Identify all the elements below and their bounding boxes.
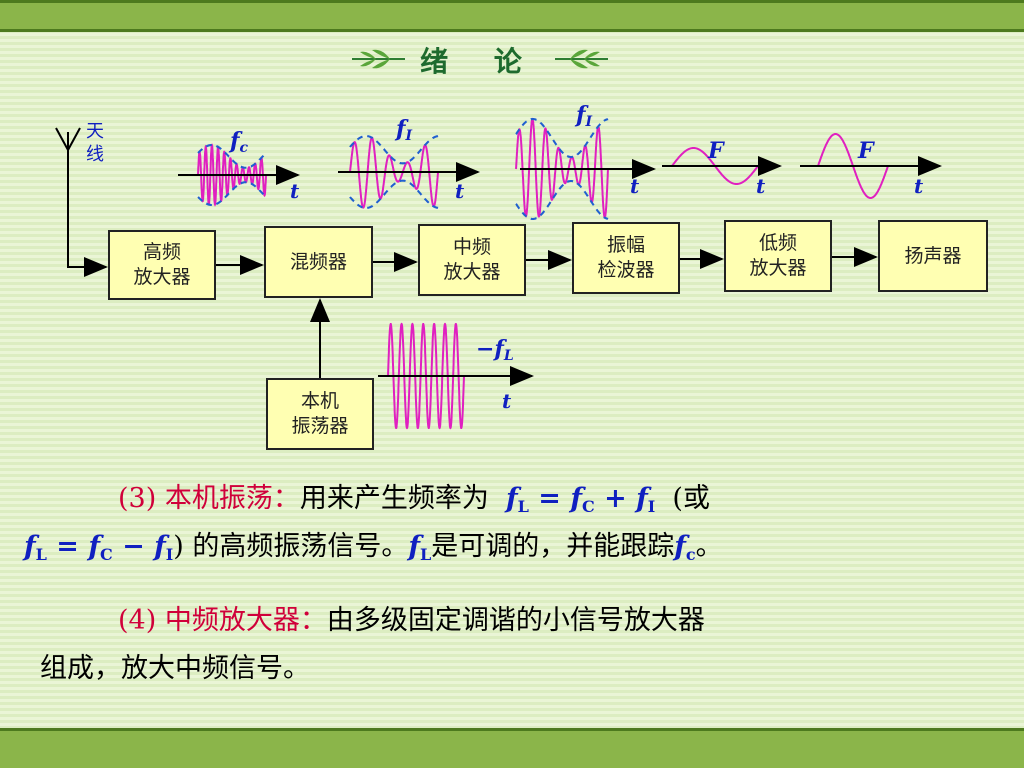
equation-fl-diff: fL = fC − fI (24, 531, 174, 564)
speaker-block: 扬声器 (878, 220, 988, 292)
antenna-label-1: 天 (86, 121, 104, 142)
label-t-3: t (630, 174, 640, 198)
mixer-block: 混频器 (264, 226, 373, 298)
rf-amplifier-block: 高频 放大器 (108, 230, 216, 300)
local-oscillator-block: 本机 振荡器 (266, 378, 374, 450)
label-fc: fc (228, 128, 248, 156)
paragraph-3-label: (3) 本机振荡： (118, 483, 300, 514)
slide-title-block: 绪 论 (350, 36, 610, 82)
left-leaf-ornament-icon (352, 49, 405, 69)
paragraph-3-line-2: fL = fC − fI) 的高频振荡信号。fL是可调的，并能跟踪fc。 (24, 531, 723, 564)
paragraph-4-label: (4) 中频放大器： (118, 605, 327, 636)
paragraph-3-text-3: 是可调的，并能跟踪 (431, 531, 675, 562)
paragraph-4-line-1: (4) 中频放大器：由多级固定调谐的小信号放大器 (118, 598, 705, 637)
paragraph-3-text-2: 的高频振荡信号。 (183, 531, 409, 562)
receiver-block-diagram: 天 线 fc t fI t fI t F t F t −fL t (55, 102, 942, 430)
label-t-4: t (756, 174, 766, 198)
envelope-upper (197, 144, 267, 169)
envelope-upper (515, 118, 609, 158)
antenna-label-2: 线 (86, 144, 104, 165)
envelope-lower (197, 181, 267, 206)
label-F-1: F (707, 138, 725, 164)
antenna-icon (55, 127, 108, 277)
af-amplifier-block: 低频 放大器 (724, 220, 832, 292)
slide-title: 绪 论 (420, 45, 540, 78)
if-amplifier-block: 中频 放大器 (418, 224, 526, 296)
envelope-lower (515, 180, 609, 220)
label-t-5: t (914, 174, 924, 198)
label-F-2: F (857, 138, 875, 164)
paragraph-3-text-1: 用来产生频率为 (299, 483, 489, 514)
label-fl: −fL (476, 336, 514, 364)
top-band (0, 0, 1024, 32)
label-t-1: t (290, 179, 300, 203)
paragraph-4-line-2: 组成，放大中频信号。 (40, 653, 310, 684)
bottom-band (0, 728, 1024, 768)
right-leaf-ornament-icon (555, 49, 608, 69)
label-t-6: t (502, 389, 512, 413)
or-open: (或 (672, 483, 710, 514)
label-t-2: t (455, 179, 465, 203)
envelope-upper (349, 135, 439, 165)
label-fi-1: fI (394, 116, 412, 144)
paragraph-3-line-1: (3) 本机振荡：用来产生频率为 fL = fC + fI (或 (118, 476, 710, 516)
label-fi-2: fI (574, 102, 592, 130)
envelope-lower (349, 179, 439, 209)
paragraph-4-text-1: 由多级固定调谐的小信号放大器 (326, 605, 705, 636)
equation-fl-sum: fL = fC + fI (506, 483, 656, 516)
am-detector-block: 振幅 检波器 (572, 222, 680, 294)
